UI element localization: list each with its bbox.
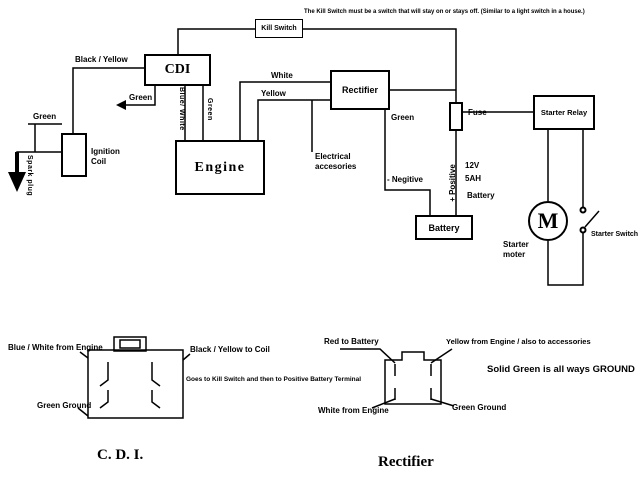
wire-cdi-to-coil — [72, 67, 145, 134]
label-white: White — [271, 71, 293, 80]
starter-switch-terminal — [579, 226, 587, 234]
label-fuse: Fuse — [468, 108, 487, 117]
label-starter-motor: Starter moter — [503, 240, 529, 259]
label-blue-white: Blue/ White — [177, 87, 185, 131]
rectifier-box: Rectifier — [330, 70, 390, 110]
starter-motor-circle: M — [528, 201, 568, 241]
wire-yellow — [257, 99, 330, 140]
cdi-plug-title: C. D. I. — [97, 447, 144, 463]
kill-switch-box: Kill Switch — [255, 19, 303, 38]
label-5ah: 5AH — [465, 174, 482, 183]
fuse-box — [449, 102, 463, 131]
label-black-yellow: Black / Yellow — [75, 55, 128, 64]
label-negative: - Negitive — [387, 175, 424, 184]
label-battery-word: Battery — [467, 191, 495, 200]
label-positive: + Positive — [448, 164, 457, 202]
spark-plug-arrow — [8, 172, 26, 192]
rect-plug-ground-label: Green Ground — [452, 403, 507, 412]
rect-plug-white-label: White from Engine — [318, 406, 389, 415]
label-green-engine: Green — [205, 98, 213, 121]
cdi-plug-blue-white-label: Blue / White from Engine — [8, 343, 103, 352]
engine-box: Engine — [175, 140, 265, 195]
label-spark-plug: Spark plug — [25, 155, 33, 197]
cdi-box: CDI — [144, 54, 211, 86]
wire-killswitch-to-fuse — [303, 28, 457, 104]
wire-cdi-to-killswitch — [177, 28, 255, 55]
label-starter-switch: Starter Switch — [591, 231, 639, 238]
label-green-cdi: Green — [129, 93, 153, 102]
wire-rectifier-green — [384, 110, 431, 215]
wire-green-cdi — [126, 85, 156, 106]
cdi-plug-ground-label: Green Ground — [37, 401, 92, 410]
starter-switch-terminal — [579, 206, 587, 214]
label-yellow: Yellow — [261, 89, 286, 98]
label-ignition-coil: Ignition Coil — [91, 147, 120, 166]
cdi-connector-drawing — [77, 336, 191, 419]
label-green-coil: Green — [33, 112, 57, 121]
battery-box: Battery — [415, 215, 473, 240]
ignition-coil-box — [61, 133, 87, 177]
cdi-plug-black-yellow-label: Black / Yellow to Coil — [190, 345, 270, 354]
rectifier-connector-drawing — [340, 348, 455, 409]
starter-switch-blade — [584, 210, 600, 228]
starter-relay-box: Starter Relay — [533, 95, 595, 130]
rect-plug-yellow-label: Yellow from Engine / also to accessories — [446, 337, 591, 346]
cdi-plug-kill-label: Goes to Kill Switch and then to Positive… — [186, 376, 362, 383]
label-12v: 12V — [465, 161, 480, 170]
wire-motor-ground — [547, 233, 584, 286]
green-ground-arrow — [116, 100, 126, 110]
ground-note: Solid Green is all ways GROUND — [487, 364, 635, 375]
wire-white — [239, 81, 330, 140]
rect-plug-title: Rectifier — [378, 454, 434, 470]
kill-switch-note: The Kill Switch must be a switch that wi… — [304, 9, 585, 15]
label-electrical-accessories: Electrical accesories — [315, 152, 357, 171]
rect-plug-red-label: Red to Battery — [324, 337, 379, 346]
label-green-rectifier: Green — [391, 113, 415, 122]
